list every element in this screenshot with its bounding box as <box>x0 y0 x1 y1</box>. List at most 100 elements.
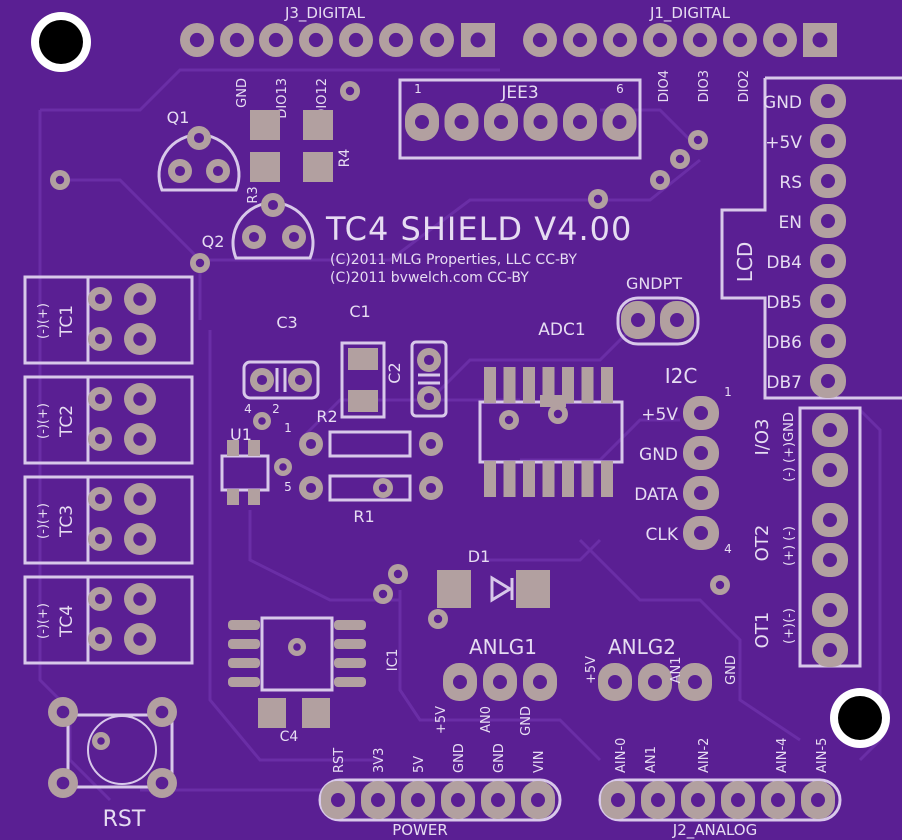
j2-outline <box>598 778 842 822</box>
adc1-bottom-pad-7 <box>601 461 613 497</box>
adc1-via-2-drill <box>553 409 563 419</box>
tc4-outline <box>23 575 194 665</box>
power-pin-label-4: GND <box>452 743 467 773</box>
reset-button-actuator[interactable] <box>87 715 157 785</box>
copyright-line-2: (C)2011 bvwelch.com CC-BY <box>330 270 529 286</box>
power-pin-6-drill <box>531 793 545 807</box>
power-pin-label-5: GND <box>492 743 507 773</box>
output-pin-2-drill <box>823 463 837 477</box>
lcd-pin-4-drill <box>821 214 835 228</box>
via-3-drill <box>195 258 205 268</box>
u1-label: U1 <box>230 425 252 444</box>
ot1-label: OT1 <box>752 612 773 649</box>
lcd-pin-label-3: RS <box>779 173 802 193</box>
u1-pin-2: 2 <box>272 402 280 416</box>
q1-pin-2-drill <box>174 165 186 177</box>
j1-pin-5-drill <box>692 32 708 48</box>
tc2-minus-pin-drill <box>133 432 147 446</box>
power-pin-2-drill <box>371 793 385 807</box>
j3-pin-1-drill <box>189 32 205 48</box>
u1-pad-3 <box>227 489 239 505</box>
i2c-pin-first: 1 <box>724 385 732 399</box>
anlg2-pin-2-drill <box>648 675 662 689</box>
rst-label: RST <box>103 807 146 832</box>
j1-pin-4-drill <box>652 32 668 48</box>
c3-pads <box>250 368 312 392</box>
r2-pin-2-drill <box>425 438 437 450</box>
jee3-label: JEE3 <box>500 83 538 103</box>
j3-pin-2-drill <box>229 32 245 48</box>
c1-outline <box>340 341 386 419</box>
j3-pin-4-drill <box>308 32 324 48</box>
anlg1-pin-label-1: +5V <box>434 706 449 734</box>
output-pin-4-drill <box>823 553 837 567</box>
u1-pin-5: 5 <box>284 480 292 494</box>
j2-pin-label-5: AIN-5 <box>815 738 830 773</box>
lcd-pin-label-8: DB7 <box>766 373 802 393</box>
adc1-bottom-pad-1 <box>484 461 496 497</box>
via-4-drill <box>593 194 603 204</box>
j2-pin-1-drill <box>611 793 625 807</box>
j2-pin-label-1: AIN-0 <box>614 738 629 773</box>
adc1-top-pad-5 <box>562 367 574 403</box>
i2c-pin-label-3: DATA <box>634 485 678 505</box>
lcd-pin-label-5: DB4 <box>766 253 802 273</box>
c1-pad-a <box>348 348 378 370</box>
u1-pad-2 <box>248 440 260 456</box>
q1-label: Q1 <box>167 108 190 127</box>
j2-analog-header <box>601 781 835 819</box>
r3-label: R3 <box>246 186 261 203</box>
rst-pin-1-drill <box>56 705 70 719</box>
power-pin-label-1: RST <box>332 748 347 773</box>
power-pin-1-drill <box>331 793 345 807</box>
r3-pad-b <box>250 152 280 182</box>
lcd-pin-5-drill <box>821 254 835 268</box>
resistor-pads <box>299 432 443 500</box>
tc3-plus-pin-drill <box>133 492 147 506</box>
jee3-pin-6-drill <box>612 115 627 129</box>
j1-label: J1_DIGITAL <box>649 4 731 23</box>
rst-pin-2-drill <box>155 705 169 719</box>
ic1-left-pad-2 <box>228 639 260 649</box>
c3-pin-2-drill <box>294 374 306 386</box>
power-pin-label-2: 3V3 <box>372 748 387 773</box>
u1-pin-1: 1 <box>284 421 292 435</box>
ic1-left-pad-4 <box>228 677 260 687</box>
u1-pin-4: 4 <box>244 402 252 416</box>
q1-pin-1-drill <box>193 132 205 144</box>
tc3-minus-via-drill <box>94 533 106 545</box>
reset-button-pads <box>48 697 177 798</box>
power-pin-label-6: VIN <box>532 751 547 773</box>
gndpt-label: GNDPT <box>626 274 682 293</box>
anlg1-pin-label-2: AN0 <box>479 706 494 733</box>
ic1-left-pad-1 <box>228 620 260 630</box>
tc4-minus-pin-drill <box>133 632 147 646</box>
diode-triangle <box>490 575 513 603</box>
j3-pin-8-drill <box>470 32 486 48</box>
r4-pad-a <box>303 110 333 140</box>
jee3-outline <box>398 78 642 160</box>
via-7-drill <box>655 175 665 185</box>
j3-pin-label-2: DIO13 <box>275 78 290 119</box>
via-11-drill <box>715 580 725 590</box>
c2-pin-2-drill <box>423 392 435 404</box>
jee3-pin-5-drill <box>573 115 587 129</box>
u1-pad-1 <box>227 440 239 456</box>
adc1-top-pad-4 <box>542 367 555 403</box>
i2c-pin-label-2: GND <box>639 445 678 465</box>
board-title: TC4 SHIELD V4.00 <box>325 210 632 248</box>
tc1-minus-via-drill <box>94 333 106 345</box>
anlg2-pin-label-2: AN1 <box>669 657 684 684</box>
lcd-pin-1-drill <box>821 94 835 108</box>
c1-label: C1 <box>349 302 370 321</box>
j3-digital-header <box>180 23 495 57</box>
power-header <box>321 781 555 819</box>
adc1-top-pad-3 <box>523 367 535 403</box>
jee3-pin-4-drill <box>533 115 548 129</box>
j1-pin-8-drill <box>812 32 828 48</box>
d1-pad-a <box>437 570 471 608</box>
anlg2-pin-label-1: +5V <box>584 656 599 684</box>
i2c-pin-3-drill <box>694 486 708 500</box>
c4-label: C4 <box>280 729 299 745</box>
vias <box>50 81 730 629</box>
